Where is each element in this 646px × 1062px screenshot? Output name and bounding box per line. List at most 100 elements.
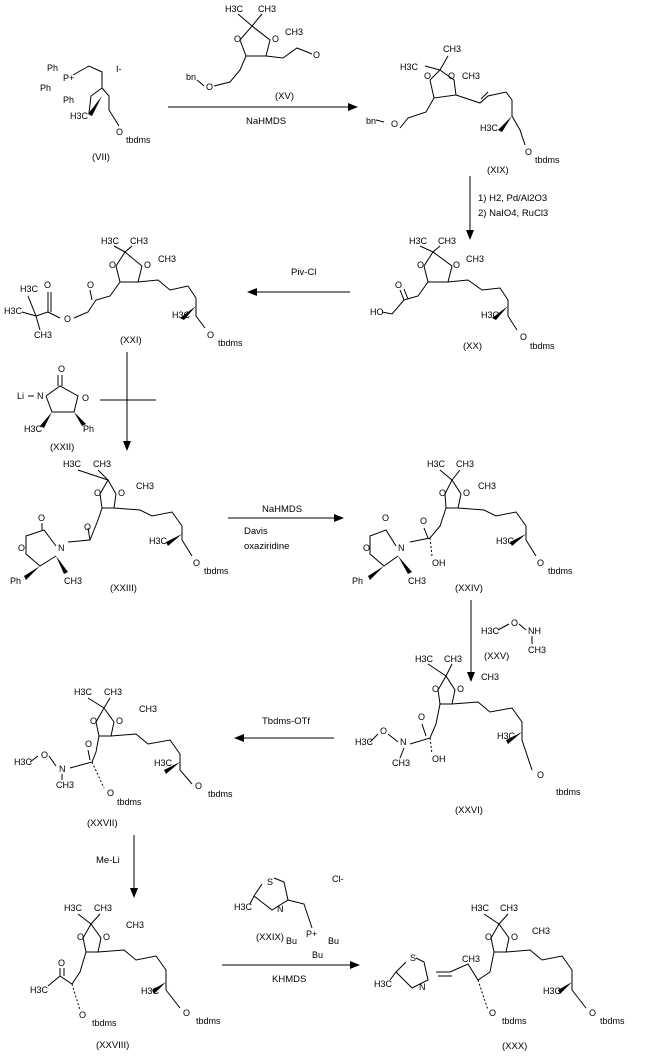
hashed-bond [71, 983, 81, 1011]
atom-o: O [382, 513, 389, 523]
reaction-arrow-1: NaHMDS [168, 103, 358, 127]
arrowhead [348, 103, 358, 111]
atom-o: O [417, 260, 424, 270]
atom-ch3: CH3 [481, 672, 499, 682]
bond [48, 755, 57, 767]
carbonyl-bond [87, 527, 91, 541]
oxazolidinone-ring [369, 529, 399, 567]
atom-o: O [511, 932, 518, 942]
dioxolane-ring [490, 923, 510, 953]
atom-tbdms: tbdms [117, 797, 142, 807]
reagent-label: 2) NaIO4, RuCl3 [478, 208, 548, 219]
atom-ch3: CH3 [136, 481, 154, 491]
atom-ch3: CH3 [500, 903, 518, 913]
chain-bonds [447, 279, 518, 331]
atom-bu: Bu [328, 936, 339, 946]
chain-bonds [436, 951, 495, 981]
atom-tbdms: tbdms [548, 566, 573, 576]
compound-XXIV: H3C CH3 O O CH3 O O N O Ph CH3 OH H3C O … [352, 459, 573, 594]
atom-bu: Bu [286, 936, 297, 946]
chain-bonds [381, 281, 429, 315]
bond [445, 663, 453, 677]
chain-bonds [409, 507, 447, 543]
bond [47, 311, 61, 319]
atom-h3c: H3C [496, 536, 515, 546]
atom-tbdms: tbdms [535, 155, 560, 165]
bond [432, 245, 441, 253]
atom-ch3: CH3 [258, 4, 276, 14]
wedge-bond [180, 306, 196, 320]
atom-o: O [193, 558, 200, 568]
compound-XXV: H3C O NH CH3 (XXV) [481, 618, 546, 662]
atom-li: Li [17, 391, 24, 401]
counter-ion-chloride: Cl- [332, 874, 344, 884]
atom-h3c: H3C [374, 979, 393, 989]
arrowhead [350, 961, 360, 969]
bond [483, 913, 500, 925]
bond [419, 245, 434, 253]
wedge-bond [24, 566, 40, 580]
compound-XXVII: H3C CH3 O O CH3 O H3C O N CH3 O tbdms H3… [14, 687, 233, 829]
wedge-bond [398, 556, 412, 574]
atom-ch3: CH3 [64, 576, 82, 586]
wedge-bond [88, 96, 102, 116]
atom-bn: bn [366, 116, 376, 126]
atom-bn: bn [186, 72, 196, 82]
bond [251, 13, 263, 27]
atom-oh: OH [432, 754, 446, 764]
atom-n: N [419, 982, 426, 992]
atom-p-plus: P+ [306, 929, 317, 939]
reagent-label: KHMDS [272, 974, 306, 985]
bond [265, 47, 313, 59]
atom-ch3: CH3 [466, 254, 484, 264]
branch-bond [88, 87, 103, 114]
atom-o: O [525, 147, 532, 157]
atom-ch3: CH3 [528, 645, 546, 655]
bond [427, 663, 447, 677]
reagent-label: oxaziridine [244, 541, 289, 552]
compound-label: (XXIX) [256, 932, 284, 943]
dioxolane-ring [99, 478, 117, 509]
atom-n: N [58, 543, 65, 553]
atom-tbdms: tbdms [92, 1018, 117, 1028]
bond [287, 899, 313, 929]
arrowhead [123, 441, 131, 451]
atom-h3c: H3C [481, 626, 500, 636]
atom-o: O [432, 684, 439, 694]
chain-bonds [505, 949, 587, 1009]
atom-ch3: CH3 [158, 254, 176, 264]
compound-label: (XXIV) [455, 583, 483, 594]
compound-XXII: O Li N O H3C Ph (XXII) [17, 364, 94, 453]
atom-tbdms: tbdms [530, 341, 555, 351]
atom-o: O [234, 34, 241, 44]
atom-ch3: CH3 [93, 459, 111, 469]
hashed-bond [91, 761, 105, 789]
atom-o: O [207, 330, 214, 340]
chain-bonds [457, 507, 537, 557]
atom-o: O [18, 543, 25, 553]
atom-o: O [38, 513, 45, 523]
reaction-arrow-4 [100, 352, 156, 451]
atom-ph: Ph [83, 424, 94, 434]
carbonyl-bond [421, 723, 427, 737]
atom-o: O [82, 393, 89, 403]
chain-bonds [67, 507, 103, 543]
hashed-bond [477, 979, 489, 1011]
atom-n: N [277, 904, 284, 914]
atom-o: O [94, 488, 101, 498]
atom-o: O [489, 1008, 496, 1018]
atom-h3c: H3C [355, 737, 374, 747]
atom-o: O [77, 932, 84, 942]
atom-s: S [267, 877, 273, 887]
atom-o: O [463, 488, 470, 498]
atom-ch3: CH3 [94, 903, 112, 913]
atom-o: O [195, 781, 202, 791]
atom-h3c: H3C [64, 903, 83, 913]
compound-VII: Ph P+ Ph Ph I- H3C O tbdms (VII) [40, 63, 151, 163]
bond [375, 119, 385, 123]
reaction-arrow-5: NaHMDS Davis oxaziridine [228, 504, 344, 552]
atom-o: O [511, 618, 518, 628]
atom-o: O [537, 558, 544, 568]
reagent-label: Tbdms-OTf [262, 716, 310, 727]
bond [77, 913, 92, 925]
